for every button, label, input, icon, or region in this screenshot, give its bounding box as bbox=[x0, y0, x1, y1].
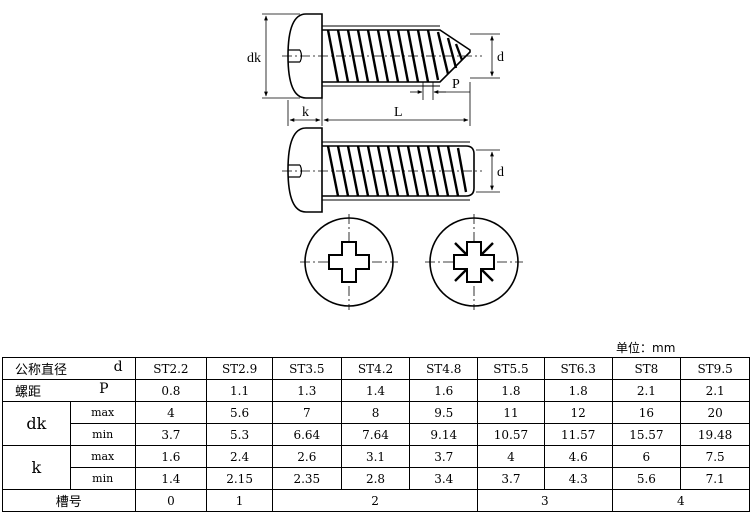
k-min-label: min bbox=[69, 467, 136, 490]
k-min-value: 7.1 bbox=[680, 467, 750, 490]
pitch-row: 螺距 P 0.8 1.1 1.3 1.4 1.6 1.8 1.8 2.1 2.1 bbox=[2, 379, 750, 402]
nominal-diameter-symbol: d bbox=[113, 359, 123, 375]
pitch-value: 0.8 bbox=[134, 379, 208, 402]
slot-value: 0 bbox=[134, 489, 208, 512]
dk-max-value: 8 bbox=[340, 401, 411, 424]
size-header: ST2.9 bbox=[206, 357, 273, 380]
k-min-value: 3.7 bbox=[477, 467, 545, 490]
size-header: ST9.5 bbox=[680, 357, 750, 380]
dk-max-value: 12 bbox=[543, 401, 613, 424]
header-row: 公称直径 d ST2.2 ST2.9 ST3.5 ST4.2 ST4.8 ST5… bbox=[2, 357, 750, 380]
dk-min-value: 15.57 bbox=[611, 423, 682, 446]
k-min-value: 2.15 bbox=[206, 467, 273, 490]
nominal-diameter-label: 公称直径 bbox=[15, 363, 68, 378]
pitch-label-cell: 螺距 P bbox=[2, 379, 136, 402]
k-max-value: 3.1 bbox=[340, 445, 411, 468]
pitch-value: 1.8 bbox=[543, 379, 613, 402]
screw-technical-drawing: dk d P k L d bbox=[247, 13, 523, 310]
dk-min-value: 6.64 bbox=[271, 423, 342, 446]
k-max-value: 2.4 bbox=[206, 445, 273, 468]
pitch-value: 2.1 bbox=[680, 379, 750, 402]
slot-value: 1 bbox=[206, 489, 273, 512]
size-header: ST6.3 bbox=[543, 357, 613, 380]
dk-min-value: 3.7 bbox=[134, 423, 208, 446]
k-min-value: 5.6 bbox=[611, 467, 682, 490]
size-header: ST2.2 bbox=[134, 357, 208, 380]
dk-max-row: dk max 4 5.6 7 8 9.5 11 12 16 20 bbox=[2, 401, 750, 446]
size-header: ST3.5 bbox=[271, 357, 342, 380]
dk-dimension-label: dk bbox=[247, 51, 261, 66]
pitch-value: 1.4 bbox=[340, 379, 411, 402]
pitch-value: 2.1 bbox=[611, 379, 682, 402]
slot-value: 3 bbox=[477, 489, 613, 512]
dk-max-value: 20 bbox=[680, 401, 750, 424]
side-view-flat bbox=[282, 127, 482, 213]
l-dimension-label: L bbox=[394, 105, 403, 120]
k-max-label: max bbox=[69, 445, 136, 468]
k-max-row: k max 1.6 2.4 2.6 3.1 3.7 4 4.6 6 7.5 bbox=[2, 445, 750, 490]
k-dimension-label: k bbox=[302, 105, 309, 120]
pitch-label: 螺距 bbox=[15, 385, 42, 400]
k-min-value: 4.3 bbox=[543, 467, 613, 490]
k-max-value: 2.6 bbox=[271, 445, 342, 468]
k-max-value: 4 bbox=[477, 445, 545, 468]
size-header: ST4.2 bbox=[340, 357, 411, 380]
spec-table: 公称直径 d ST2.2 ST2.9 ST3.5 ST4.2 ST4.8 ST5… bbox=[2, 357, 750, 512]
dk-min-label: min bbox=[69, 423, 136, 446]
k-min-value: 2.35 bbox=[271, 467, 342, 490]
pitch-dimension-label: P bbox=[452, 77, 460, 92]
dimensions-bottom bbox=[476, 149, 500, 193]
pitch-symbol: P bbox=[99, 381, 109, 397]
dk-max-value: 9.5 bbox=[409, 401, 479, 424]
pitch-value: 1.1 bbox=[206, 379, 273, 402]
dk-max-value: 5.6 bbox=[206, 401, 273, 424]
nominal-diameter-label-cell: 公称直径 d bbox=[2, 357, 136, 380]
k-max-value: 4.6 bbox=[543, 445, 613, 468]
slot-value: 2 bbox=[271, 489, 479, 512]
dk-min-value: 19.48 bbox=[680, 423, 750, 446]
size-header: ST5.5 bbox=[477, 357, 545, 380]
dk-max-label: max bbox=[69, 401, 136, 424]
k-max-value: 7.5 bbox=[680, 445, 750, 468]
k-label: k bbox=[2, 445, 71, 490]
d-dimension-label-bottom: d bbox=[497, 165, 504, 180]
phillips-head-top-view bbox=[300, 214, 398, 310]
k-min-value: 3.4 bbox=[409, 467, 479, 490]
pozidriv-head-top-view bbox=[425, 214, 523, 310]
dk-min-value: 7.64 bbox=[340, 423, 411, 446]
dk-max-value: 7 bbox=[271, 401, 342, 424]
size-header: ST8 bbox=[611, 357, 682, 380]
k-max-value: 1.6 bbox=[134, 445, 208, 468]
k-min-value: 1.4 bbox=[134, 467, 208, 490]
pitch-value: 1.8 bbox=[477, 379, 545, 402]
k-max-value: 3.7 bbox=[409, 445, 479, 468]
side-view-pointed bbox=[282, 13, 482, 99]
pitch-value: 1.3 bbox=[271, 379, 342, 402]
dk-max-value: 11 bbox=[477, 401, 545, 424]
dk-label: dk bbox=[2, 401, 71, 446]
slot-label: 槽号 bbox=[2, 489, 136, 512]
dk-min-value: 10.57 bbox=[477, 423, 545, 446]
dk-min-row: min 3.7 5.3 6.64 7.64 9.14 10.57 11.57 1… bbox=[3, 423, 750, 446]
dk-min-value: 5.3 bbox=[206, 423, 273, 446]
unit-label: 单位：mm bbox=[616, 341, 676, 355]
slot-value: 4 bbox=[611, 489, 750, 512]
dk-max-value: 16 bbox=[611, 401, 682, 424]
dk-max-value: 4 bbox=[134, 401, 208, 424]
k-min-row: min 1.4 2.15 2.35 2.8 3.4 3.7 4.3 5.6 7.… bbox=[3, 467, 750, 490]
dk-min-value: 9.14 bbox=[409, 423, 479, 446]
dimensions-top bbox=[262, 13, 500, 126]
k-max-value: 6 bbox=[611, 445, 682, 468]
slot-row: 槽号 0 1 2 3 4 bbox=[2, 489, 750, 512]
d-dimension-label-top: d bbox=[497, 50, 504, 65]
k-min-value: 2.8 bbox=[340, 467, 411, 490]
dk-min-value: 11.57 bbox=[543, 423, 613, 446]
size-header: ST4.8 bbox=[409, 357, 479, 380]
pitch-value: 1.6 bbox=[409, 379, 479, 402]
